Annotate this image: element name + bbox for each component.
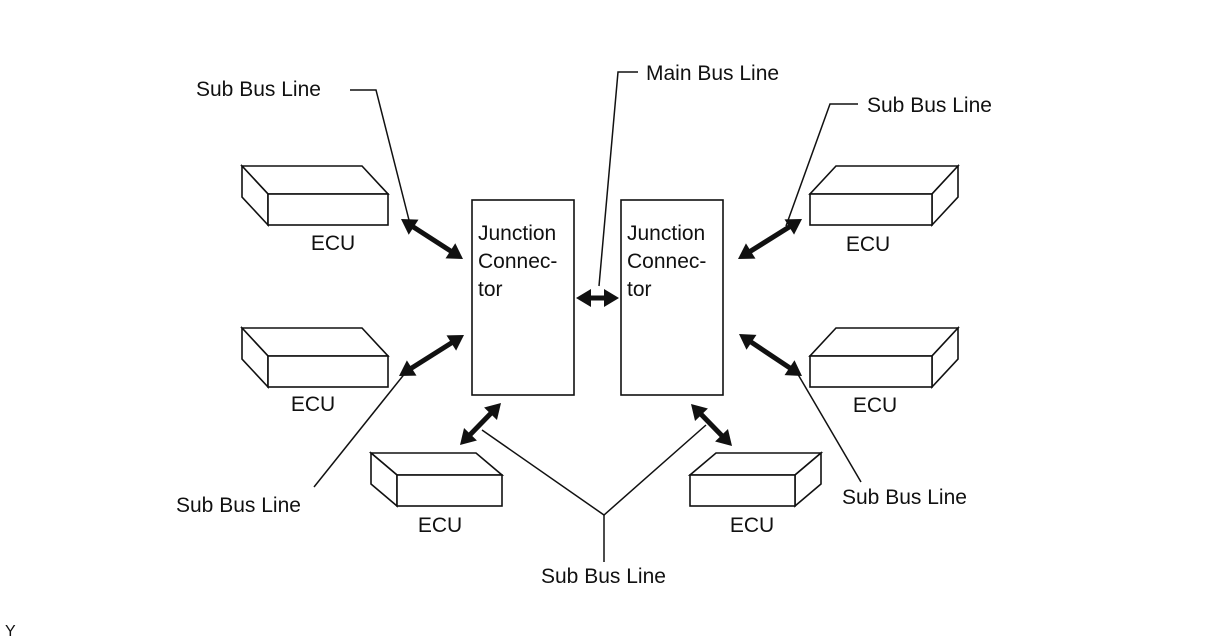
sub-bus-arrow-top-right-head-start — [738, 243, 756, 259]
junction-connector-left-line-2: Connec- — [478, 250, 557, 273]
bus-arrows — [399, 219, 802, 446]
corner-mark: Y — [5, 623, 16, 640]
sub-bus-arrow-mid-right-head-end — [784, 360, 802, 376]
sub-bus-arrow-mid-right-shaft — [748, 339, 793, 371]
sub-bus-arrow-mid-right-head-start — [739, 334, 757, 350]
junction-connector-left: Junction Connec- tor — [471, 199, 575, 396]
junction-connector-right-line-2: Connec- — [627, 250, 706, 273]
sub-bus-arrow-top-right-head-end — [784, 219, 802, 235]
sub-bus-line-label-top-left: Sub Bus Line — [196, 78, 321, 101]
junction-connector-right: Junction Connec- tor — [620, 199, 724, 396]
sub-bus-arrow-bottom-right-shaft — [698, 411, 725, 439]
main-bus-arrow — [576, 289, 619, 307]
sub-bus-line-label-bottom: Sub Bus Line — [541, 565, 666, 588]
leader-lines — [313, 71, 862, 562]
sub-bus-arrow-bottom-left-shaft — [467, 410, 494, 438]
sub-bus-arrow-top-left-head-start — [401, 219, 419, 235]
ecu-top-right: ECU — [808, 163, 960, 256]
junction-connector-right-line-1: Junction — [627, 222, 705, 245]
sub-bus-line-label-top-right: Sub Bus Line — [867, 94, 992, 117]
sub-bus-line-label-bottom-left: Sub Bus Line — [176, 494, 301, 517]
ecu-top-right-label: ECU — [846, 233, 890, 256]
ecu-top-left-label: ECU — [311, 232, 355, 255]
ecu-mid-right-label: ECU — [853, 394, 897, 417]
ecu-bottom-left: ECU — [368, 451, 505, 537]
sub-bus-arrow-top-right — [738, 219, 802, 259]
leader-sub-bus-top-right — [785, 103, 858, 227]
sub-bus-arrow-bottom-right-head-end — [715, 428, 732, 446]
ecu-mid-right: ECU — [808, 325, 960, 417]
leader-sub-bus-bottom — [481, 424, 707, 516]
sub-bus-arrow-top-left-shaft — [410, 223, 454, 255]
leader-main-bus — [598, 71, 638, 287]
ecu-top-left: ECU — [240, 163, 390, 255]
sub-bus-arrow-bottom-left — [460, 403, 501, 445]
junction-connector-left-line-3: tor — [478, 278, 503, 301]
sub-bus-line-label-bottom-right: Sub Bus Line — [842, 486, 967, 509]
main-bus-line-label: Main Bus Line — [646, 62, 779, 85]
sub-bus-arrow-top-left — [401, 219, 463, 259]
sub-bus-arrow-top-right-shaft — [747, 223, 793, 255]
sub-bus-arrow-mid-left-head-end — [446, 335, 464, 351]
leader-sub-bus-top-left — [350, 89, 411, 225]
sub-bus-arrow-bottom-right — [691, 404, 732, 446]
ecu-mid-left-label: ECU — [291, 393, 335, 416]
ecu-mid-left: ECU — [240, 325, 390, 416]
leader-sub-bus-mid-right — [795, 370, 862, 483]
junction-connector-right-line-3: tor — [627, 278, 652, 301]
sub-bus-arrow-mid-left-head-start — [399, 360, 417, 376]
sub-bus-arrow-top-left-head-end — [445, 243, 463, 259]
ecu-bottom-right: ECU — [687, 451, 824, 537]
leader-sub-bus-mid-left — [313, 371, 407, 488]
sub-bus-arrow-bottom-left-head-end — [484, 403, 501, 421]
ecu-bottom-right-label: ECU — [730, 514, 774, 537]
sub-bus-arrow-bottom-right-head-start — [691, 404, 708, 422]
junction-connector-left-line-1: Junction — [478, 222, 556, 245]
ecu-bottom-left-label: ECU — [418, 514, 462, 537]
main-bus-arrow-head-start — [576, 289, 591, 307]
sub-bus-arrow-mid-right — [739, 334, 802, 376]
sub-bus-arrow-mid-left — [399, 335, 464, 376]
sub-bus-arrow-bottom-left-head-start — [460, 427, 477, 445]
sub-bus-arrow-mid-left-shaft — [408, 339, 455, 372]
main-bus-arrow-head-end — [604, 289, 619, 307]
